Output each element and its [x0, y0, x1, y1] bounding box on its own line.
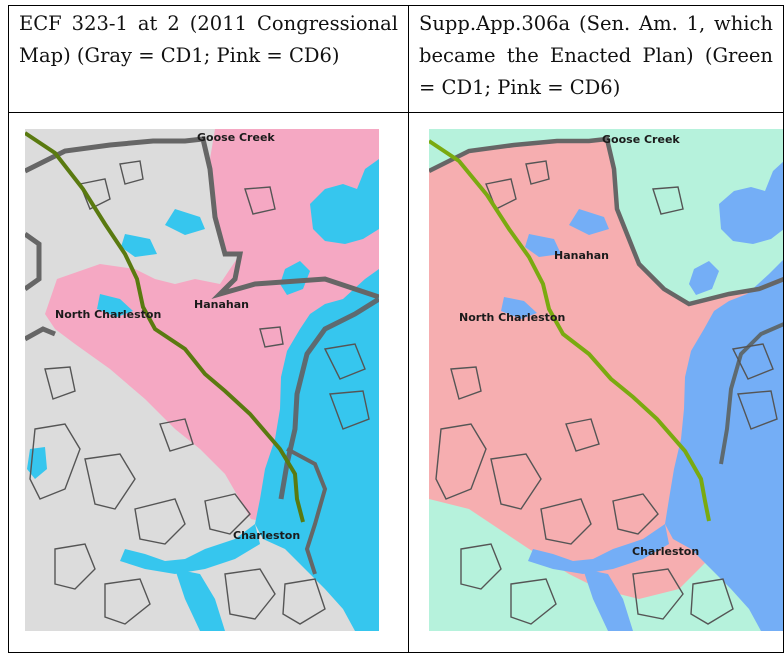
label-north-charleston: North Charleston [459, 311, 565, 324]
label-charleston: Charleston [632, 545, 699, 558]
district-boundary [429, 136, 783, 307]
district-boundary-west [25, 231, 56, 342]
water-bodies [27, 159, 379, 631]
label-hanahan: Hanahan [194, 298, 249, 311]
map-enacted-plan: Goose Creek Hanahan North Charleston Cha… [429, 129, 783, 631]
map-cell-left: Goose Creek Hanahan North Charleston Cha… [8, 112, 409, 653]
caption-cell-right: Supp.App.306a (Sen. Am. 1, which became … [408, 5, 784, 113]
municipal-outlines [29, 160, 370, 625]
district-boundary-south [286, 447, 328, 575]
label-hanahan: Hanahan [554, 249, 609, 262]
map-2011-congressional: Goose Creek Hanahan North Charleston Cha… [25, 129, 379, 631]
label-north-charleston: North Charleston [55, 308, 161, 321]
district-boundary-river [719, 322, 783, 465]
label-goose-creek: Goose Creek [602, 133, 680, 146]
label-charleston: Charleston [233, 529, 300, 542]
railroad-line [429, 139, 711, 522]
map-cell-right: Goose Creek Hanahan North Charleston Cha… [408, 112, 784, 653]
railroad-line [25, 131, 305, 523]
comparison-table: ECF 323-1 at 2 (2011 Congressional Map) … [8, 5, 784, 653]
caption-right: Supp.App.306a (Sen. Am. 1, which became … [419, 12, 773, 99]
caption-cell-left: ECF 323-1 at 2 (2011 Congressional Map) … [8, 5, 409, 113]
district-boundary-river [278, 296, 379, 500]
label-goose-creek: Goose Creek [197, 131, 275, 144]
caption-left: ECF 323-1 at 2 (2011 Congressional Map) … [19, 12, 398, 67]
district-boundary [25, 136, 379, 300]
cd6-area [45, 129, 379, 524]
